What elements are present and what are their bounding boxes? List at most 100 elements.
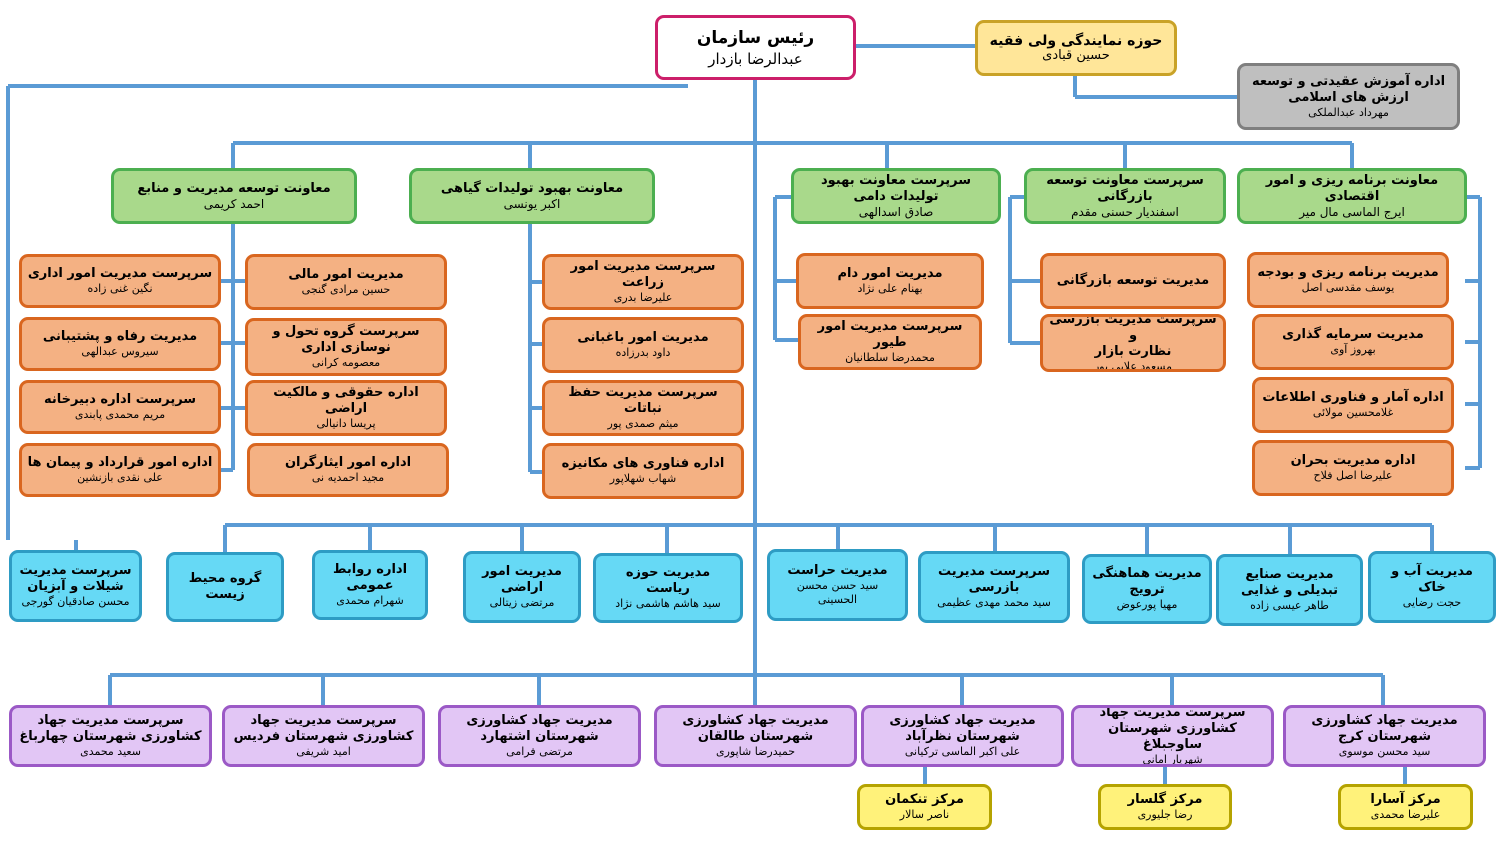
unit-title: مدیریت امور باغبانی <box>577 330 709 345</box>
unit-title: مدیریت آب و خاک <box>1391 564 1473 595</box>
person-name: مجید احمدیه نی <box>311 471 385 484</box>
unit-title: اداره فناوری های مکانیزه <box>561 456 725 471</box>
person-name: حمیدرضا شاپوری <box>716 745 795 758</box>
unit-title: سرپرست مدیریت بازرسی <box>937 564 1051 595</box>
unit-title: گروه محیط زیست <box>188 571 262 602</box>
person-name: سید هاشم هاشمی نژاد <box>615 597 721 610</box>
person-name: محسن صادقیان گورجی <box>21 595 130 608</box>
person-name: محمدرضا سلطانیان <box>845 351 935 364</box>
county-unit-box[interactable]: سرپرست مدیریت جهاد کشاورزی شهرستان ساوجب… <box>1071 705 1274 767</box>
person-name: میثم صمدی پور <box>607 417 679 430</box>
unit-title: مرکز آسارا <box>1370 792 1441 807</box>
ideology-office-box[interactable]: اداره آموزش عقیدتی و توسعه ارزش های اسلا… <box>1237 63 1460 130</box>
unit-title: اداره امور قرارداد و پیمان ها <box>27 455 213 470</box>
unit-title: مدیریت هماهنگی ترویج <box>1092 566 1202 597</box>
unit-title: سرپرست مدیریت امور زراعت <box>570 259 716 290</box>
person-name: امید شریفی <box>296 745 351 758</box>
county-unit-box[interactable]: سرپرست مدیریت جهاد کشاورزی شهرستان چهارب… <box>9 705 212 767</box>
person-name: سید محسن موسوی <box>1338 745 1431 758</box>
unit-title: مرکز تنکمان <box>885 792 964 807</box>
person-name: احمد کریمی <box>203 197 265 211</box>
person-name: علی اکبر الماسی ترکیانی <box>904 745 1021 758</box>
unit-title: سرپرست اداره دبیرخانه <box>43 392 197 407</box>
person-name: مریم محمدی پابندی <box>74 408 166 421</box>
unit-title: مدیریت حراست <box>787 563 888 578</box>
unit-title: اداره آمار و فناوری اطلاعات <box>1262 390 1444 405</box>
commerce-unit-box[interactable]: مدیریت توسعه بازرگانی <box>1040 253 1226 309</box>
unit-title: مدیریت جهاد کشاورزی شهرستان کرج <box>1311 713 1458 744</box>
county-unit-box[interactable]: سرپرست مدیریت جهاد کشاورزی شهرستان فردیس… <box>222 705 425 767</box>
person-name: مرتضی فرامی <box>506 745 573 758</box>
person-name: حسین مرادی گنجی <box>301 283 391 296</box>
person-name: رضا جلیوری <box>1137 808 1193 821</box>
unit-title: مدیریت رفاه و پشتیبانی <box>42 329 198 344</box>
person-name: معصومه کرانی <box>311 356 381 369</box>
person-name: سعید محمدی <box>80 745 141 758</box>
unit-title: سرپرست مدیریت بازرسی و نظارت بازار <box>1049 314 1217 359</box>
direct-unit-box[interactable]: گروه محیط زیست <box>166 552 284 622</box>
unit-title: اداره امور ایثارگران <box>284 455 412 470</box>
unit-title: معاونت بهبود تولیدات گیاهی <box>440 181 624 196</box>
unit-title: مدیریت امور مالی <box>288 267 404 282</box>
unit-title: حوزه نمایندگی ولی فقیه <box>989 33 1163 49</box>
unit-title: مدیریت توسعه بازرگانی <box>1056 273 1210 288</box>
unit-title: اداره روابط عمومی <box>332 562 408 593</box>
unit-title: مدیریت امور دام <box>837 266 943 281</box>
person-name: بهنام علی نژاد <box>857 282 923 295</box>
unit-title: مدیریت جهاد کشاورزی شهرستان اشتهارد <box>466 713 613 744</box>
unit-title: سرپرست گروه تحول و نوسازی اداری <box>272 324 420 355</box>
unit-title: مدیریت صنایع تبدیلی و غذایی <box>1240 567 1339 598</box>
person-name: ناصر سالار <box>899 808 950 821</box>
unit-title: رئیس سازمان <box>696 27 815 48</box>
unit-title: اداره مدیریت بحران <box>1290 453 1416 468</box>
person-name: مهرداد عبدالملکی <box>1308 105 1389 119</box>
person-name: حسین قبادی <box>1042 48 1110 63</box>
unit-title: سرپرست مدیریت حفظ نباتات <box>568 385 718 416</box>
person-name: یوسف مقدسی اصل <box>1301 281 1395 294</box>
person-name: اسفندیار حسنی مقدم <box>1071 205 1179 219</box>
person-name: شهرام محمدی <box>336 594 404 607</box>
